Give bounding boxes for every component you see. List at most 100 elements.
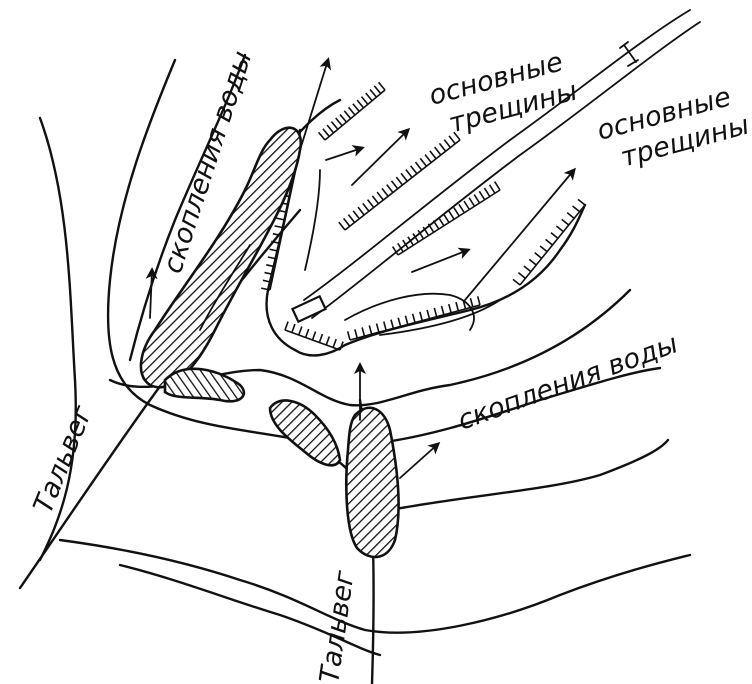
scarp-hachure-tick bbox=[362, 327, 364, 336]
scarp-hachure-tick bbox=[292, 324, 295, 332]
arrow bbox=[412, 250, 468, 272]
scarp-hachure-tick bbox=[333, 339, 336, 347]
scarp-hachure-tick bbox=[398, 318, 400, 327]
crack-symbol-tick bbox=[340, 114, 346, 122]
flow-line bbox=[305, 170, 320, 270]
crack-symbol-tick bbox=[449, 211, 454, 219]
crack-symbol-tick bbox=[331, 122, 337, 130]
scarp-hachure-tick bbox=[391, 320, 393, 329]
scarp-hachure-tick bbox=[551, 233, 558, 239]
scarp-hachure-tick bbox=[369, 325, 371, 334]
water-accumulations bbox=[141, 128, 399, 557]
scarp-hachure bbox=[285, 322, 343, 350]
crack-symbol-tick bbox=[363, 203, 369, 211]
crack-symbol-tick bbox=[366, 93, 372, 101]
scarp-hachure-tick bbox=[299, 327, 302, 335]
scarp-hachure-tick bbox=[456, 302, 458, 311]
water-zone-bottom bbox=[346, 408, 398, 557]
crack-symbol-tick bbox=[479, 191, 484, 199]
crack-symbol-tick bbox=[387, 185, 393, 193]
scarp-hachure-tick bbox=[326, 337, 329, 345]
scarp-hachure-tick bbox=[449, 304, 451, 313]
label-water-right: скопления воды bbox=[454, 328, 682, 436]
crack-symbol-tick bbox=[353, 211, 359, 219]
crack-symbol-tick bbox=[425, 155, 431, 163]
crack-symbol-tick bbox=[323, 129, 329, 137]
crack-symbol-tick bbox=[406, 170, 412, 178]
crack-symbol-tick bbox=[348, 215, 354, 223]
crack-symbol-tick bbox=[454, 208, 459, 216]
crack-symbol-tick bbox=[336, 118, 342, 126]
scarp-hachure-tick bbox=[535, 253, 542, 259]
scarp-outline bbox=[267, 130, 585, 355]
arrow bbox=[326, 148, 362, 160]
label-cracks-right: основные трещины bbox=[594, 79, 752, 178]
crack-symbol-tick bbox=[439, 143, 445, 151]
scarp-hachure-tick bbox=[377, 324, 379, 333]
arrow bbox=[465, 170, 574, 300]
label-thalweg-left: Тальвег bbox=[28, 401, 99, 518]
crack-symbol-tick bbox=[372, 196, 378, 204]
scarp-hachure-tick bbox=[546, 239, 553, 245]
crack-symbol-tick bbox=[495, 182, 500, 190]
crack-symbol-tick bbox=[396, 177, 402, 185]
crack-symbol-tick bbox=[379, 82, 385, 90]
scarp-hachure-tick bbox=[470, 298, 472, 307]
crack-symbol-tick bbox=[401, 173, 407, 181]
scarp-hachure-tick bbox=[313, 332, 316, 340]
crack-symbol-tick bbox=[469, 198, 474, 206]
crack-symbol-tick bbox=[490, 185, 495, 193]
scarp-hachure-tick bbox=[434, 308, 436, 317]
arrow bbox=[150, 270, 152, 318]
crack-symbol-tick bbox=[433, 221, 438, 229]
road-marker bbox=[620, 42, 638, 66]
scarp-hachure-tick bbox=[478, 296, 480, 305]
crack-symbol-tick bbox=[439, 217, 444, 225]
scarp-hachure-tick bbox=[306, 329, 309, 337]
crack-symbol-tick bbox=[339, 222, 345, 230]
label-cracks-top: основные трещины bbox=[426, 44, 583, 143]
crack-symbol-tick bbox=[444, 140, 450, 148]
scarp-hachure-tick bbox=[413, 314, 415, 323]
scarp-hachure-tick bbox=[562, 219, 569, 225]
scarp-hachure-tick bbox=[556, 226, 563, 232]
scarp-hachure-tick bbox=[578, 199, 585, 205]
crack-symbol-tick bbox=[377, 192, 383, 200]
labels: скопления воды скопления воды основные т… bbox=[28, 44, 752, 684]
crack-symbol-tick bbox=[319, 132, 325, 140]
crack-symbol-tick bbox=[344, 218, 350, 226]
crack-symbol-tick bbox=[349, 107, 355, 115]
scarp-hachure-tick bbox=[529, 259, 536, 265]
scarp-hachure-tick bbox=[405, 316, 407, 325]
scarp-hachure-tick bbox=[442, 306, 444, 315]
scarp-hachure-tick bbox=[567, 213, 574, 219]
scarp-hachure-tick bbox=[573, 206, 580, 212]
scarp-hachure-tick bbox=[524, 266, 531, 272]
crack-symbol-tick bbox=[484, 188, 489, 196]
crack-symbol-tick bbox=[327, 125, 333, 133]
scarp-hachure bbox=[513, 199, 585, 285]
crack-symbol-tick bbox=[353, 104, 359, 112]
scarp-hachure-tick bbox=[518, 273, 525, 279]
scarp-hachure-tick bbox=[319, 334, 322, 342]
crack-symbol-tick bbox=[374, 86, 380, 94]
arrow bbox=[352, 130, 408, 185]
water-zone-center-lobe bbox=[270, 401, 340, 466]
crack-symbol-tick bbox=[474, 195, 479, 203]
arrow bbox=[400, 444, 438, 478]
scarp-hachure-tick bbox=[540, 246, 547, 252]
crack-symbol-tick bbox=[370, 89, 376, 97]
crack-symbol-tick bbox=[368, 200, 374, 208]
crack-symbol-tick bbox=[361, 97, 367, 105]
crack-symbol-tick bbox=[411, 166, 417, 174]
contour-lines bbox=[40, 55, 690, 655]
crack-symbol-tick bbox=[430, 151, 436, 159]
arrow bbox=[300, 60, 328, 150]
crack-symbol-tick bbox=[444, 214, 449, 222]
scarp-hachure-tick bbox=[285, 322, 288, 330]
crack-symbol-tick bbox=[358, 207, 364, 215]
crack-symbol-tick bbox=[357, 100, 363, 108]
crack-symbol-tick bbox=[420, 158, 426, 166]
road-end-block bbox=[292, 296, 325, 321]
